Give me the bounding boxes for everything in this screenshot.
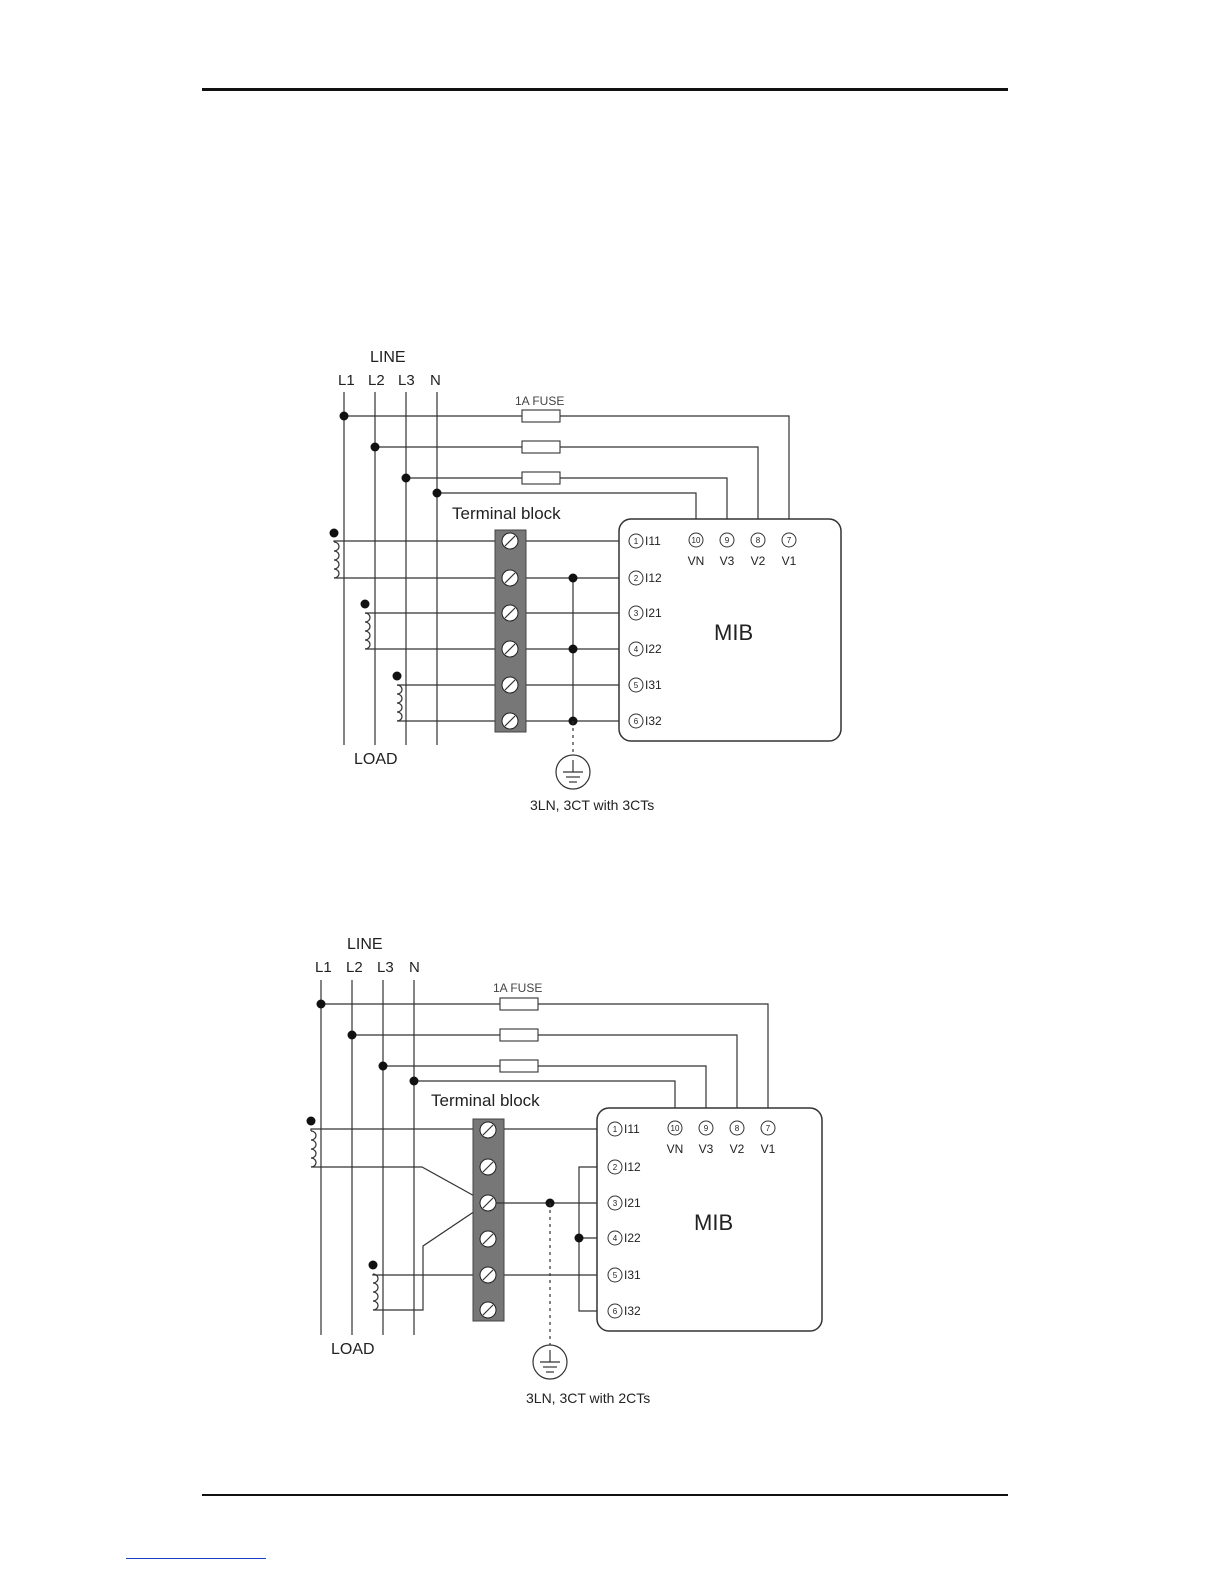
svg-text:6: 6 (634, 717, 639, 726)
mib-label: MIB (714, 620, 753, 645)
svg-text:I11: I11 (624, 1122, 640, 1136)
fuse-v3 (500, 1060, 538, 1072)
svg-text:10: 10 (692, 536, 701, 545)
svg-text:I22: I22 (645, 642, 662, 656)
terminal-block-label: Terminal block (452, 504, 561, 523)
svg-text:I22: I22 (624, 1231, 641, 1245)
svg-text:I21: I21 (624, 1196, 641, 1210)
junction-dot (433, 489, 442, 498)
svg-text:V2: V2 (751, 554, 766, 568)
svg-text:VN: VN (688, 554, 705, 568)
ground-icon (556, 755, 590, 789)
svg-text:I12: I12 (645, 571, 662, 585)
svg-text:V3: V3 (720, 554, 735, 568)
svg-text:5: 5 (613, 1271, 618, 1280)
svg-text:1: 1 (634, 537, 639, 546)
phase-label-l2: L2 (346, 959, 363, 976)
svg-text:9: 9 (704, 1124, 709, 1133)
svg-text:V1: V1 (782, 554, 797, 568)
fuse-label: 1A FUSE (515, 394, 564, 408)
junction-dot (340, 412, 349, 421)
svg-text:2: 2 (613, 1163, 618, 1172)
svg-text:VN: VN (667, 1142, 684, 1156)
wiring-diagram-1: LINE L1 L2 L3 N 1A FUSE Terminal block (330, 349, 842, 813)
voltage-wire-v1 (321, 1004, 768, 1121)
ground-icon (533, 1345, 567, 1379)
junction-dot (569, 645, 578, 654)
phase-label-n: N (409, 959, 420, 976)
diagram-caption: 3LN, 3CT with 2CTs (526, 1390, 650, 1406)
fuse-v2 (500, 1029, 538, 1041)
svg-text:I31: I31 (645, 678, 662, 692)
load-label: LOAD (354, 751, 398, 768)
svg-text:I31: I31 (624, 1268, 641, 1282)
svg-text:7: 7 (787, 536, 792, 545)
svg-text:4: 4 (613, 1234, 618, 1243)
fuse-v1 (522, 410, 560, 422)
junction-dot (371, 443, 380, 452)
phase-label-n: N (430, 372, 441, 389)
junction-dot (317, 1000, 326, 1009)
svg-text:10: 10 (671, 1124, 680, 1133)
phase-label-l2: L2 (368, 372, 385, 389)
svg-text:3: 3 (613, 1199, 618, 1208)
svg-text:I21: I21 (645, 606, 662, 620)
terminal-block (473, 1119, 504, 1321)
svg-text:3: 3 (634, 609, 639, 618)
fuse-v2 (522, 441, 560, 453)
svg-text:I11: I11 (645, 534, 661, 548)
svg-text:8: 8 (735, 1124, 740, 1133)
junction-dot (348, 1031, 357, 1040)
svg-text:V1: V1 (761, 1142, 776, 1156)
svg-text:9: 9 (725, 536, 730, 545)
fuse-v1 (500, 998, 538, 1010)
svg-text:I12: I12 (624, 1160, 641, 1174)
line-label: LINE (347, 936, 383, 953)
junction-dot (402, 474, 411, 483)
junction-dot (379, 1062, 388, 1071)
mib-label: MIB (694, 1210, 733, 1235)
junction-dot (569, 574, 578, 583)
wiring-diagram-2: LINE L1 L2 L3 N 1A FUSE Terminal block (307, 936, 823, 1406)
svg-text:5: 5 (634, 681, 639, 690)
line-label: LINE (370, 349, 406, 366)
svg-text:I32: I32 (624, 1304, 641, 1318)
fuse-v3 (522, 472, 560, 484)
phase-label-l1: L1 (338, 372, 355, 389)
phase-label-l3: L3 (398, 372, 415, 389)
diagram-caption: 3LN, 3CT with 3CTs (530, 797, 654, 813)
svg-text:6: 6 (613, 1307, 618, 1316)
svg-text:8: 8 (756, 536, 761, 545)
junction-dot (575, 1234, 584, 1243)
svg-text:2: 2 (634, 574, 639, 583)
terminal-block-label: Terminal block (431, 1091, 540, 1110)
junction-dot (410, 1077, 419, 1086)
svg-text:4: 4 (634, 645, 639, 654)
phase-label-l1: L1 (315, 959, 332, 976)
fuse-label: 1A FUSE (493, 981, 542, 995)
svg-text:I32: I32 (645, 714, 662, 728)
svg-text:1: 1 (613, 1125, 618, 1134)
svg-text:V3: V3 (699, 1142, 714, 1156)
load-label: LOAD (331, 1341, 375, 1358)
terminal-block (495, 530, 526, 732)
svg-text:7: 7 (766, 1124, 771, 1133)
voltage-wire-v1 (344, 416, 789, 533)
svg-text:V2: V2 (730, 1142, 745, 1156)
phase-label-l3: L3 (377, 959, 394, 976)
